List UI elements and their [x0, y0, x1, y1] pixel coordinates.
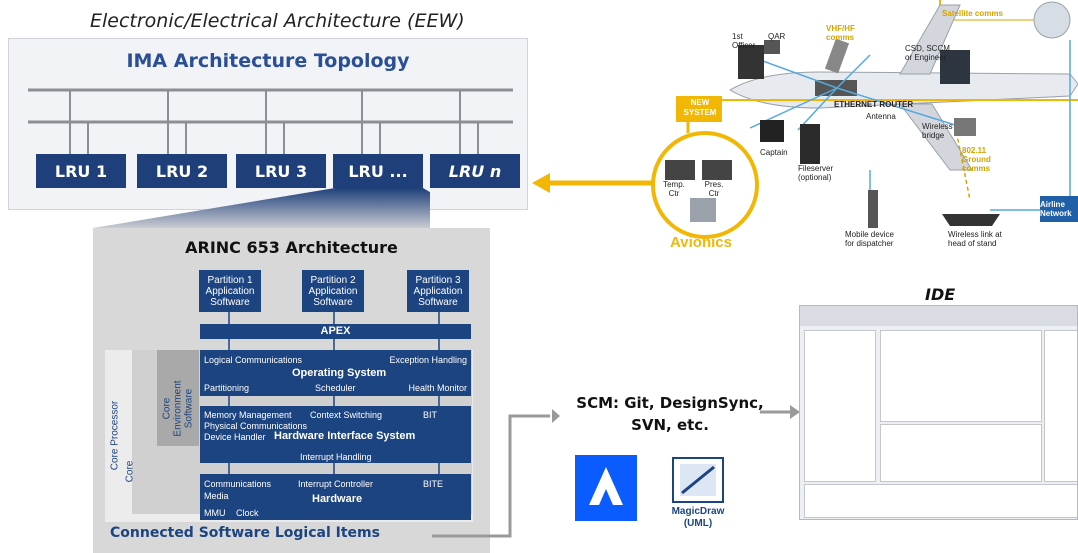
physical-comms: Physical Communications: [204, 421, 308, 431]
his-band: Memory Management Context Switching BIT …: [200, 406, 471, 463]
os-band: Logical Communications Exception Handlin…: [200, 350, 471, 396]
mobile-device-label: Mobile device for dispatcher: [845, 230, 894, 248]
fileserver-label: Fileserver: [798, 164, 834, 173]
logical-comms: Logical Communications: [204, 355, 303, 365]
avionics-label: Avionics: [670, 234, 732, 251]
bite-label: BITE: [422, 479, 443, 489]
scm-label: SCM: Git, DesignSync, SVN, etc.: [560, 392, 780, 436]
antenna-label: Antenna: [866, 112, 896, 121]
new-system-label: NEW SYSTEM: [683, 98, 717, 117]
memory-management: Memory Management: [204, 410, 292, 420]
core-label: Core: [124, 460, 136, 483]
scm-to-ide-arrow: [760, 405, 800, 419]
first-officer-label: 1st Officer: [732, 32, 756, 50]
ide-project-tree: [804, 330, 876, 482]
vhf-label: VHF/HF comms: [826, 24, 855, 42]
interrupt-controller: Interrupt Controller: [298, 479, 374, 489]
his-title: Hardware Interface System: [274, 430, 416, 442]
core-env-box: [157, 350, 199, 446]
os-title: Operating System: [292, 367, 387, 379]
ide-screenshot: [799, 305, 1078, 520]
lru-ellipsis: LRU ...: [333, 154, 423, 188]
lru-2: LRU 2: [137, 154, 227, 188]
satellite-label: Satellite comms: [942, 9, 1003, 18]
atlassian-logo: [575, 455, 637, 521]
optional-label: (optional): [798, 173, 832, 182]
pres-ctr-label: Pres. Ctr: [704, 180, 724, 198]
ide-title: IDE: [925, 285, 956, 304]
eew-title: Electronic/Electrical Architecture (EEW): [90, 10, 465, 32]
layer-arrows: [228, 312, 440, 474]
lru-1: LRU 1: [36, 154, 126, 188]
qar-label: QAR: [768, 32, 786, 41]
ima-bus-lines: [28, 88, 513, 154]
interrupt-handling: Interrupt Handling: [300, 452, 372, 462]
ide-console: [804, 484, 1077, 518]
magicdraw-logo: [672, 457, 724, 503]
connected-items-label: Connected Software Logical Items: [110, 525, 380, 541]
core-env-label: Core Environment Software: [161, 380, 195, 437]
health-monitor: Health Monitor: [408, 383, 467, 393]
ima-title: IMA Architecture Topology: [126, 50, 410, 72]
device-handler: Device Handler: [204, 432, 266, 442]
csd-label: CSD, SCCM or Engineer: [905, 44, 950, 62]
scm-line-1: SCM: Git, DesignSync,: [576, 394, 764, 412]
ground-comms-label: 802.11 Ground comms: [962, 146, 991, 173]
avionics-to-ima-arrow: [532, 173, 652, 193]
airline-network-label: Airline Network: [1040, 200, 1072, 218]
magicdraw-label: MagicDraw: [671, 506, 725, 517]
ide-outline: [1044, 330, 1077, 482]
partition-3: Partition 3 Application Software: [407, 270, 469, 312]
communications: Communications: [204, 479, 272, 489]
context-switching: Context Switching: [310, 410, 383, 420]
scm-line-2: SVN, etc.: [631, 416, 709, 434]
hw-title: Hardware: [312, 493, 363, 505]
partition-1: Partition 1 Application Software: [199, 270, 261, 312]
partitioning: Partitioning: [204, 383, 250, 393]
cs-to-scm-arrow: [432, 409, 560, 538]
ide-editor-top: [880, 330, 1042, 422]
apex-band: APEX: [200, 324, 471, 339]
router-label: ETHERNET ROUTER: [834, 100, 914, 109]
lru-3: LRU 3: [236, 154, 326, 188]
wireless-bridge-label: Wireless bridge: [922, 122, 953, 140]
arinc-title: ARINC 653 Architecture: [185, 238, 398, 257]
uml-label: (UML): [683, 518, 713, 529]
partition-2: Partition 2 Application Software: [302, 270, 364, 312]
ide-toolbar: [800, 306, 1077, 326]
media: Media: [204, 491, 229, 501]
wireless-link-label: Wireless link at head of stand: [948, 230, 1002, 248]
lru-n: LRU n: [430, 154, 520, 188]
apex-label: APEX: [320, 325, 351, 337]
temp-ctr-label: Temp. Ctr: [663, 180, 685, 198]
zoom-funnel: [93, 188, 430, 228]
mmu: MMU: [204, 508, 226, 518]
scheduler: Scheduler: [315, 383, 356, 393]
captain-label: Captain: [760, 148, 788, 157]
hw-band: Communications Media Interrupt Controlle…: [200, 474, 471, 520]
bit-label: BIT: [422, 410, 437, 420]
ide-editor-bottom: [880, 424, 1042, 482]
clock: Clock: [236, 508, 259, 518]
exception-handling: Exception Handling: [389, 355, 467, 365]
core-processor-label: Core Processor: [109, 400, 121, 471]
aircraft-network-diagram: [651, 0, 1078, 239]
